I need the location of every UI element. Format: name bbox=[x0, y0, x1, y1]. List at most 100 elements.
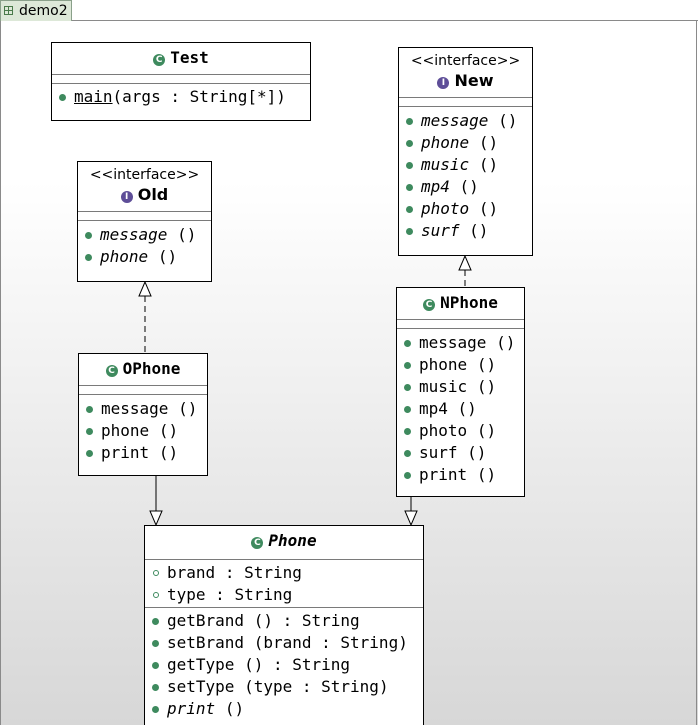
attributes-separator bbox=[399, 97, 532, 98]
public-visibility-icon bbox=[152, 684, 159, 691]
public-visibility-icon bbox=[406, 140, 413, 147]
operation-row[interactable]: phone () bbox=[78, 246, 211, 268]
operation-row[interactable]: mp4 () bbox=[397, 398, 524, 420]
operations-compartment: message () phone () music () mp4 () phot… bbox=[397, 329, 524, 489]
attribute-row[interactable]: type : String bbox=[145, 584, 423, 606]
operation-row[interactable]: setBrand (brand : String) bbox=[145, 632, 423, 654]
interface-new-name: New bbox=[454, 71, 494, 90]
operation-row[interactable]: photo () bbox=[397, 420, 524, 442]
attributes-compartment bbox=[397, 320, 524, 328]
attributes-separator bbox=[52, 74, 310, 75]
operation-row[interactable]: phone () bbox=[79, 420, 207, 442]
attributes-compartment bbox=[78, 212, 211, 220]
interface-icon: I bbox=[120, 191, 133, 203]
public-visibility-icon bbox=[404, 362, 411, 369]
public-visibility-icon bbox=[59, 94, 66, 101]
class-phone-name: Phone bbox=[268, 531, 317, 550]
operation-name: music bbox=[419, 377, 468, 396]
operation-name: message bbox=[100, 225, 168, 244]
attributes-compartment bbox=[79, 386, 207, 394]
diagram-frame-right bbox=[696, 20, 697, 725]
operation-name: phone bbox=[421, 133, 470, 152]
operation-row[interactable]: message () bbox=[397, 332, 524, 354]
attribute-row[interactable]: brand : String bbox=[145, 562, 423, 584]
operation-signature: () bbox=[178, 399, 198, 418]
operation-row[interactable]: surf () bbox=[399, 220, 532, 242]
operations-separator bbox=[78, 220, 211, 221]
public-visibility-icon bbox=[404, 406, 411, 413]
operation-row[interactable]: phone () bbox=[397, 354, 524, 376]
operation-signature: () bbox=[467, 443, 487, 462]
operation-name: surf bbox=[421, 221, 460, 240]
operation-row[interactable]: mp4 () bbox=[399, 176, 532, 198]
operation-row[interactable]: getType () : String bbox=[145, 654, 423, 676]
operation-signature: () bbox=[158, 443, 179, 462]
operations-separator bbox=[79, 394, 207, 395]
operation-row[interactable]: phone () bbox=[399, 132, 532, 154]
public-visibility-icon bbox=[404, 450, 411, 457]
protected-visibility-icon bbox=[153, 570, 159, 576]
attributes-separator bbox=[79, 385, 207, 386]
operation-name: photo bbox=[419, 421, 468, 440]
operation-signature: () bbox=[157, 247, 178, 266]
diagram-tab[interactable]: demo2 bbox=[0, 0, 72, 21]
operation-row[interactable]: getBrand () : String bbox=[145, 610, 423, 632]
operation-row[interactable]: music () bbox=[397, 376, 524, 398]
operation-name: print bbox=[419, 465, 468, 484]
operation-signature: () bbox=[476, 355, 497, 374]
operation-row[interactable]: print () bbox=[79, 442, 207, 464]
operation-row[interactable]: print () bbox=[145, 698, 423, 720]
operations-compartment: message () phone () music () mp4 () phot… bbox=[399, 107, 532, 245]
protected-visibility-icon bbox=[153, 592, 159, 598]
operation-row[interactable]: photo () bbox=[399, 198, 532, 220]
interface-stereotype: <<interface>> bbox=[410, 53, 521, 69]
operation-name: photo bbox=[421, 199, 470, 218]
public-visibility-icon bbox=[406, 228, 413, 235]
attributes-separator bbox=[78, 211, 211, 212]
interface-old-name: Old bbox=[137, 185, 169, 204]
operation-signature: () : String bbox=[244, 655, 351, 674]
operation-row[interactable]: main(args : String[*]) bbox=[52, 86, 310, 108]
operation-row[interactable]: setType (type : String) bbox=[145, 676, 423, 698]
generalization-arrowhead-phone-left bbox=[149, 510, 163, 527]
operation-name: message bbox=[419, 333, 487, 352]
operation-row[interactable]: print () bbox=[397, 464, 524, 486]
operation-row[interactable]: message () bbox=[79, 398, 207, 420]
operations-compartment: message () phone () print () bbox=[79, 395, 207, 467]
operation-name: print bbox=[101, 443, 150, 462]
operations-separator bbox=[52, 83, 310, 84]
public-visibility-icon bbox=[404, 340, 411, 347]
diagram-tab-label: demo2 bbox=[19, 3, 68, 19]
class-ophone-name: OPhone bbox=[122, 359, 181, 378]
diagram-frame-left bbox=[0, 21, 1, 725]
operations-compartment: getBrand () : String setBrand (brand : S… bbox=[145, 608, 423, 723]
attribute-name: brand bbox=[167, 563, 216, 582]
operation-name: surf bbox=[419, 443, 458, 462]
operation-signature: () bbox=[177, 225, 197, 244]
operation-name: setBrand bbox=[167, 633, 245, 652]
operation-signature: () bbox=[476, 377, 497, 396]
operation-row[interactable]: message () bbox=[399, 110, 532, 132]
operation-name: mp4 bbox=[419, 399, 448, 418]
operations-compartment: message () phone () bbox=[78, 221, 211, 271]
operation-row[interactable]: message () bbox=[78, 224, 211, 246]
operations-separator bbox=[145, 607, 423, 608]
public-visibility-icon bbox=[404, 428, 411, 435]
realization-arrowhead-old bbox=[138, 280, 152, 297]
operation-name: message bbox=[101, 399, 169, 418]
operation-name: phone bbox=[419, 355, 468, 374]
operations-separator bbox=[397, 328, 524, 329]
operation-signature: () bbox=[158, 421, 179, 440]
operation-row[interactable]: music () bbox=[399, 154, 532, 176]
operation-row[interactable]: surf () bbox=[397, 442, 524, 464]
